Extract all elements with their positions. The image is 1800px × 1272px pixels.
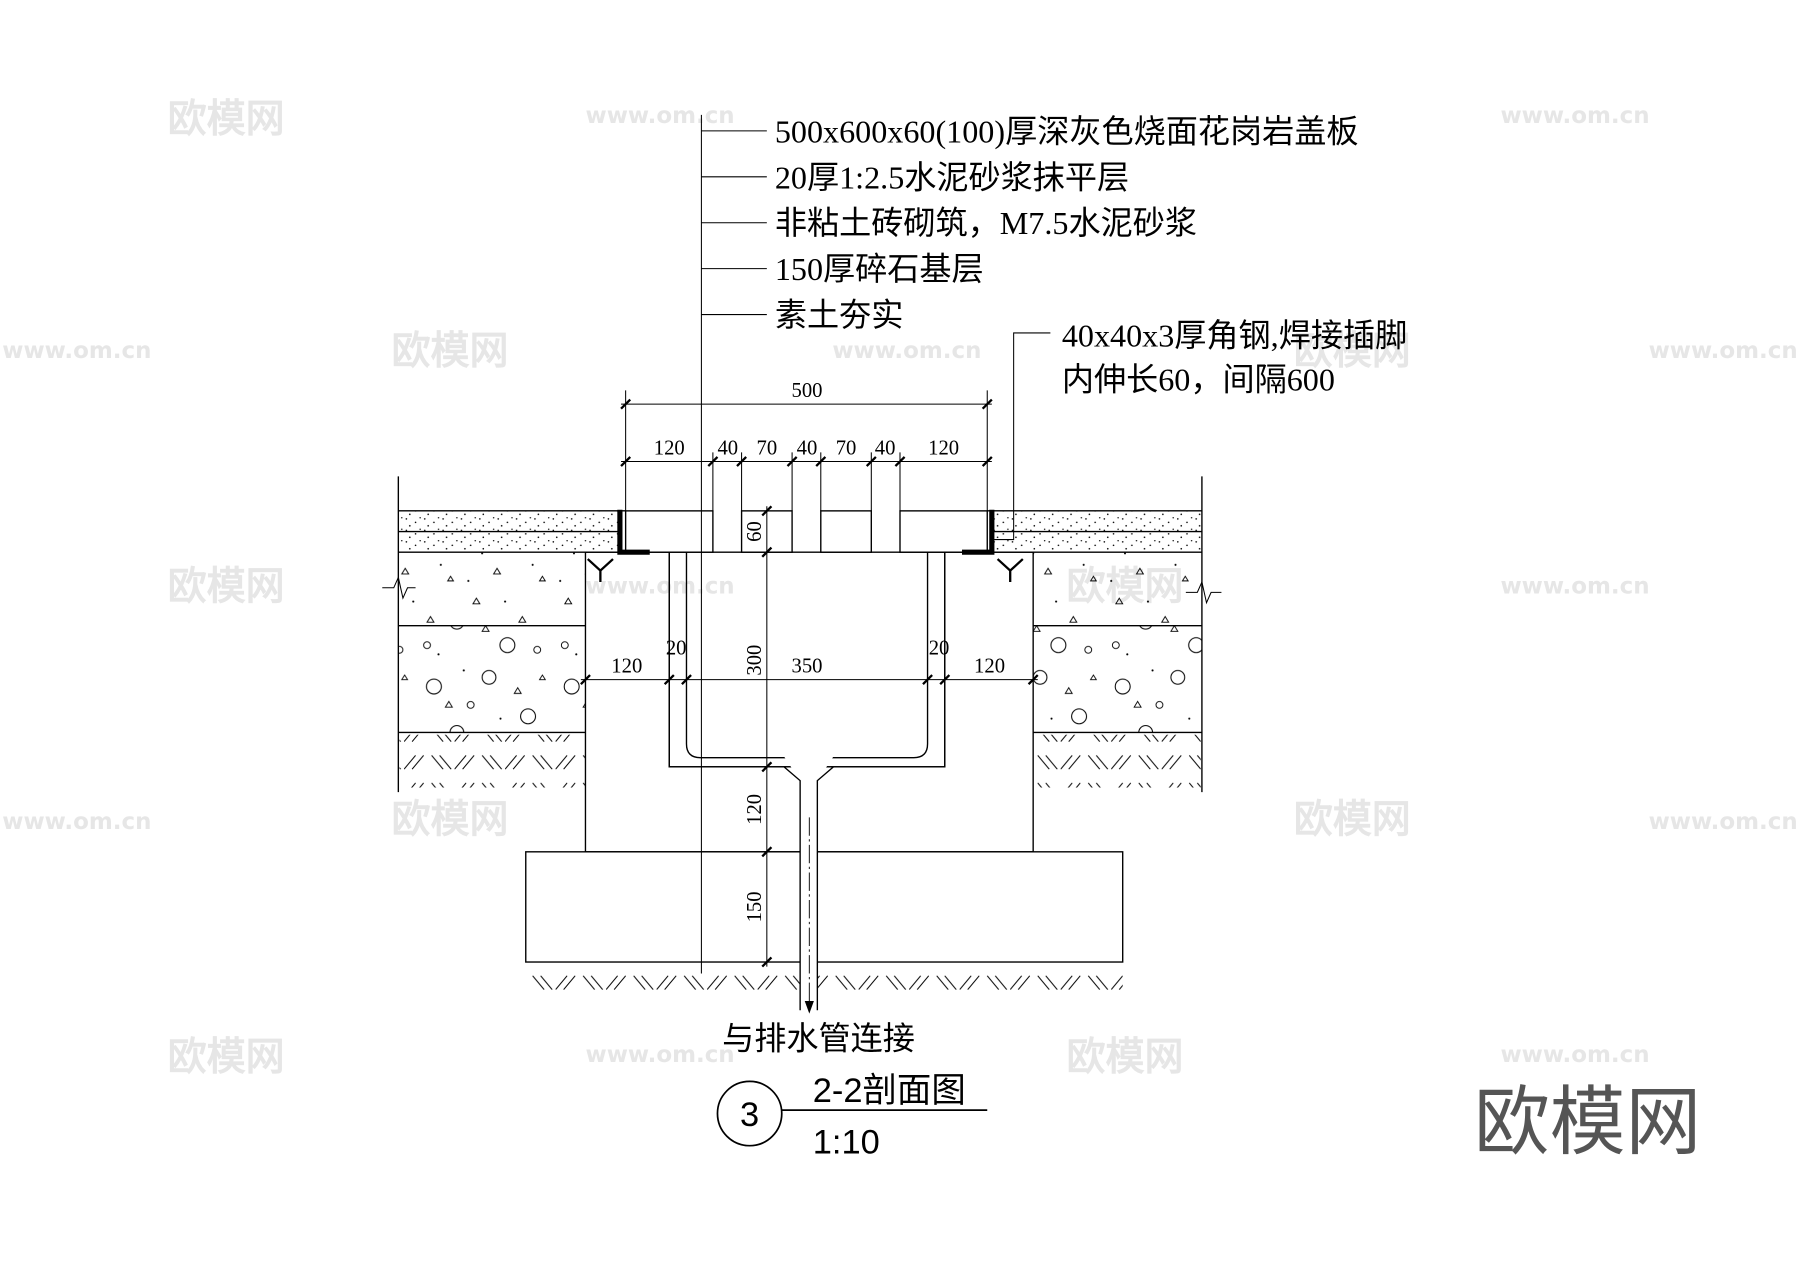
pipe-walls — [783, 766, 834, 1011]
compacted-soil-left — [399, 734, 586, 788]
angle-steel-left — [617, 509, 650, 555]
watermarks: 欧模网 欧模网 欧模网 欧模网 欧模网 欧模网 欧模网 欧模网 欧模网 www.… — [2, 97, 1797, 1080]
dimension-label: 150 — [744, 891, 766, 922]
granite-paving-left — [398, 510, 620, 532]
pipe-void — [800, 779, 818, 1010]
dimension-label: 300 — [744, 645, 766, 676]
layer-label-brick: 非粘土砖砌筑，M7.5水泥砂浆 — [775, 205, 1197, 241]
cover-segment — [899, 510, 988, 553]
flow-arrow-icon — [804, 1001, 814, 1014]
title-block: 3 2-2剖面图 1:10 — [716, 1072, 988, 1162]
granite-paving-right — [991, 510, 1202, 532]
watermark-url: www.om.cn — [586, 574, 735, 600]
watermark-url: www.om.cn — [1500, 1042, 1649, 1068]
ground-right — [991, 510, 1202, 788]
watermark-logo: 欧模网 — [1294, 329, 1411, 374]
watermark-url: www.om.cn — [832, 338, 981, 364]
drawing-title: 2-2剖面图 — [813, 1072, 966, 1110]
dimension-label: 70 — [836, 438, 857, 460]
dimension-ticks — [761, 505, 773, 968]
concrete-layer-left — [398, 552, 586, 626]
watermark-logo: 欧模网 — [168, 1035, 285, 1080]
detail-number: 3 — [740, 1096, 759, 1134]
watermark-logo: 欧模网 — [1294, 797, 1411, 842]
dimension-channel-widths: 120 20 350 20 120 — [580, 637, 1039, 686]
dimension-label: 120 — [928, 438, 959, 460]
gravel-base-slab — [525, 851, 1124, 963]
dimension-label: 350 — [792, 656, 823, 678]
watermark-url: www.om.cn — [586, 1042, 735, 1068]
drain-pipe — [783, 756, 834, 1014]
ground-left — [398, 510, 620, 788]
dimension-label: 60 — [744, 521, 766, 542]
watermark-logo: 欧模网 — [391, 329, 508, 374]
layer-label-soil: 素土夯实 — [775, 297, 904, 333]
layer-label-gravel: 150厚碎石基层 — [775, 251, 984, 287]
dimension-label: 70 — [757, 438, 778, 460]
dimension-vertical: 60 300 120 150 — [744, 505, 773, 968]
pipe-inlet-void — [784, 756, 834, 781]
gravel-layer-left — [398, 625, 586, 733]
leader-ticks — [701, 130, 767, 316]
dimension-label: 40 — [717, 438, 738, 460]
extension-lines — [625, 390, 988, 511]
dimension-cover-segments: 120 40 70 40 70 40 120 — [620, 438, 993, 511]
detail-number-circle — [716, 1080, 783, 1147]
dimension-cover-width: 500 — [620, 380, 993, 511]
dimension-label: 120 — [974, 656, 1005, 678]
cover-segment — [820, 510, 872, 553]
angle-steel-note-line2: 内伸长60，间隔600 — [1062, 361, 1335, 397]
watermark-url: www.om.cn — [1649, 338, 1798, 364]
dimension-label: 40 — [797, 438, 818, 460]
leader-line — [994, 332, 1051, 541]
dimension-label: 500 — [792, 380, 823, 402]
mortar-bed-left — [398, 531, 620, 553]
compacted-soil-base — [525, 964, 1123, 999]
mortar-bed-right — [991, 531, 1202, 553]
layer-label-cover: 500x600x60(100)厚深灰色烧面花岗岩盖板 — [775, 113, 1359, 149]
dimension-label: 120 — [744, 794, 766, 825]
watermark-logo: 欧模网 — [1066, 1035, 1183, 1080]
watermark-url: www.om.cn — [1500, 103, 1649, 129]
watermark-url: www.om.cn — [2, 809, 151, 835]
watermark-url: www.om.cn — [586, 103, 735, 129]
break-mark-right — [1185, 580, 1222, 605]
layer-label-mortar: 20厚1:2.5水泥砂浆抹平层 — [775, 159, 1129, 195]
dimension-ticks — [620, 398, 993, 410]
watermark-url: www.om.cn — [2, 338, 151, 364]
layer-leader: 500x600x60(100)厚深灰色烧面花岗岩盖板 20厚1:2.5水泥砂浆抹… — [700, 113, 1359, 974]
watermark-url: www.om.cn — [1500, 574, 1649, 600]
dimension-label: 40 — [875, 438, 896, 460]
dimension-ticks — [620, 456, 993, 467]
anchor-leg-left — [586, 558, 614, 583]
compacted-soil-right — [1033, 734, 1201, 788]
angle-steel-leader: 40x40x3厚角钢,焊接插脚 内伸长60，间隔600 — [994, 318, 1407, 541]
dimension-label: 120 — [611, 656, 642, 678]
dimension-ticks — [580, 674, 1039, 686]
break-mark-left — [382, 575, 416, 600]
extension-lines — [712, 452, 901, 511]
brand-watermark: 欧模网 — [1474, 1078, 1701, 1166]
gravel-layer-right — [1033, 625, 1202, 733]
angle-steel-right — [961, 509, 995, 555]
granite-cover-plate — [624, 510, 988, 553]
watermark-logo: 欧模网 — [168, 564, 285, 609]
angle-steel-note-line1: 40x40x3厚角钢,焊接插脚 — [1062, 318, 1407, 354]
drawing-scale: 1:10 — [813, 1124, 880, 1162]
concrete-layer-right — [1033, 552, 1202, 626]
dimension-label: 20 — [666, 637, 687, 659]
dimension-label: 20 — [929, 637, 950, 659]
layer-lines — [397, 476, 1203, 793]
watermark-logo: 欧模网 — [391, 797, 508, 842]
drain-connection-note: 与排水管连接 — [722, 1020, 915, 1056]
watermark-url: www.om.cn — [1649, 809, 1798, 835]
watermark-logo: 欧模网 — [168, 97, 285, 142]
dimension-label: 120 — [654, 438, 685, 460]
anchor-leg-right — [996, 558, 1024, 583]
cover-segment — [624, 510, 714, 553]
